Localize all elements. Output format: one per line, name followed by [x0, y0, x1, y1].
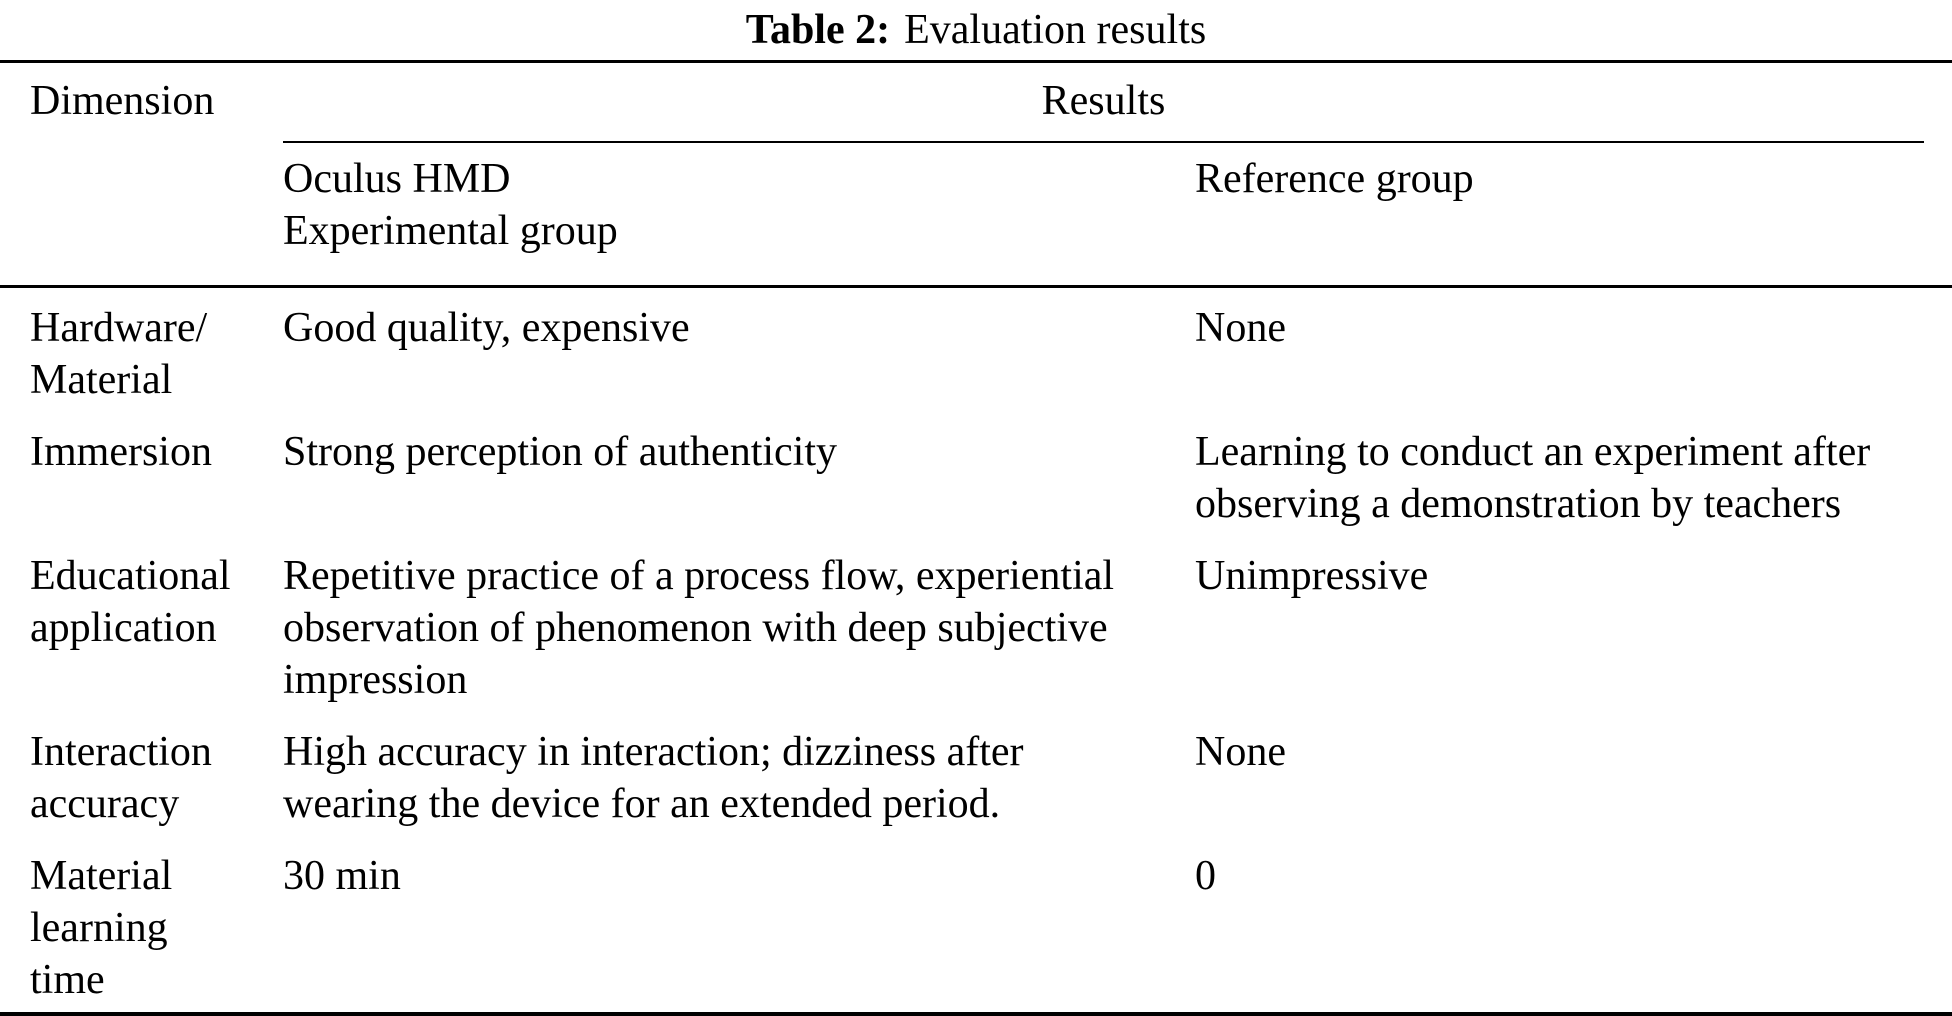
cell-reference: None [1195, 305, 1286, 351]
header-row-top: Dimension Results [0, 62, 1952, 143]
table-row-hardware: Hardware/Material Good quality, expensiv… [0, 287, 1952, 413]
table-caption-label: Table 2: [745, 7, 891, 53]
table-caption: Table 2: Evaluation results [0, 0, 1952, 60]
results-underline-rule [283, 141, 1924, 143]
cell-reference: Unimpressive [1195, 553, 1429, 599]
cell-reference: None [1195, 729, 1286, 775]
column-header-results-group: Results [283, 62, 1952, 143]
cell-reference: 0 [1195, 853, 1216, 899]
cell-dimension: Immersion [30, 429, 212, 475]
cell-dimension: Hardware/Material [30, 305, 208, 403]
column-header-results: Results [1041, 78, 1166, 124]
cell-experimental: 30 min [283, 853, 401, 899]
subcolumn-header-reference: Reference group [1195, 143, 1952, 288]
cell-experimental: Strong perception of authenticity [283, 429, 838, 475]
column-header-dimension: Dimension [30, 78, 215, 124]
cell-experimental: High accuracy in interaction; dizziness … [283, 729, 1024, 827]
table-caption-text: Evaluation results [904, 7, 1207, 53]
empty-header-cell [0, 143, 283, 288]
cell-experimental: Repetitive practice of a process flow, e… [283, 553, 1115, 703]
table-row-immersion: Immersion Strong perception of authentic… [0, 412, 1952, 536]
cell-experimental: Good quality, expensive [283, 305, 690, 351]
